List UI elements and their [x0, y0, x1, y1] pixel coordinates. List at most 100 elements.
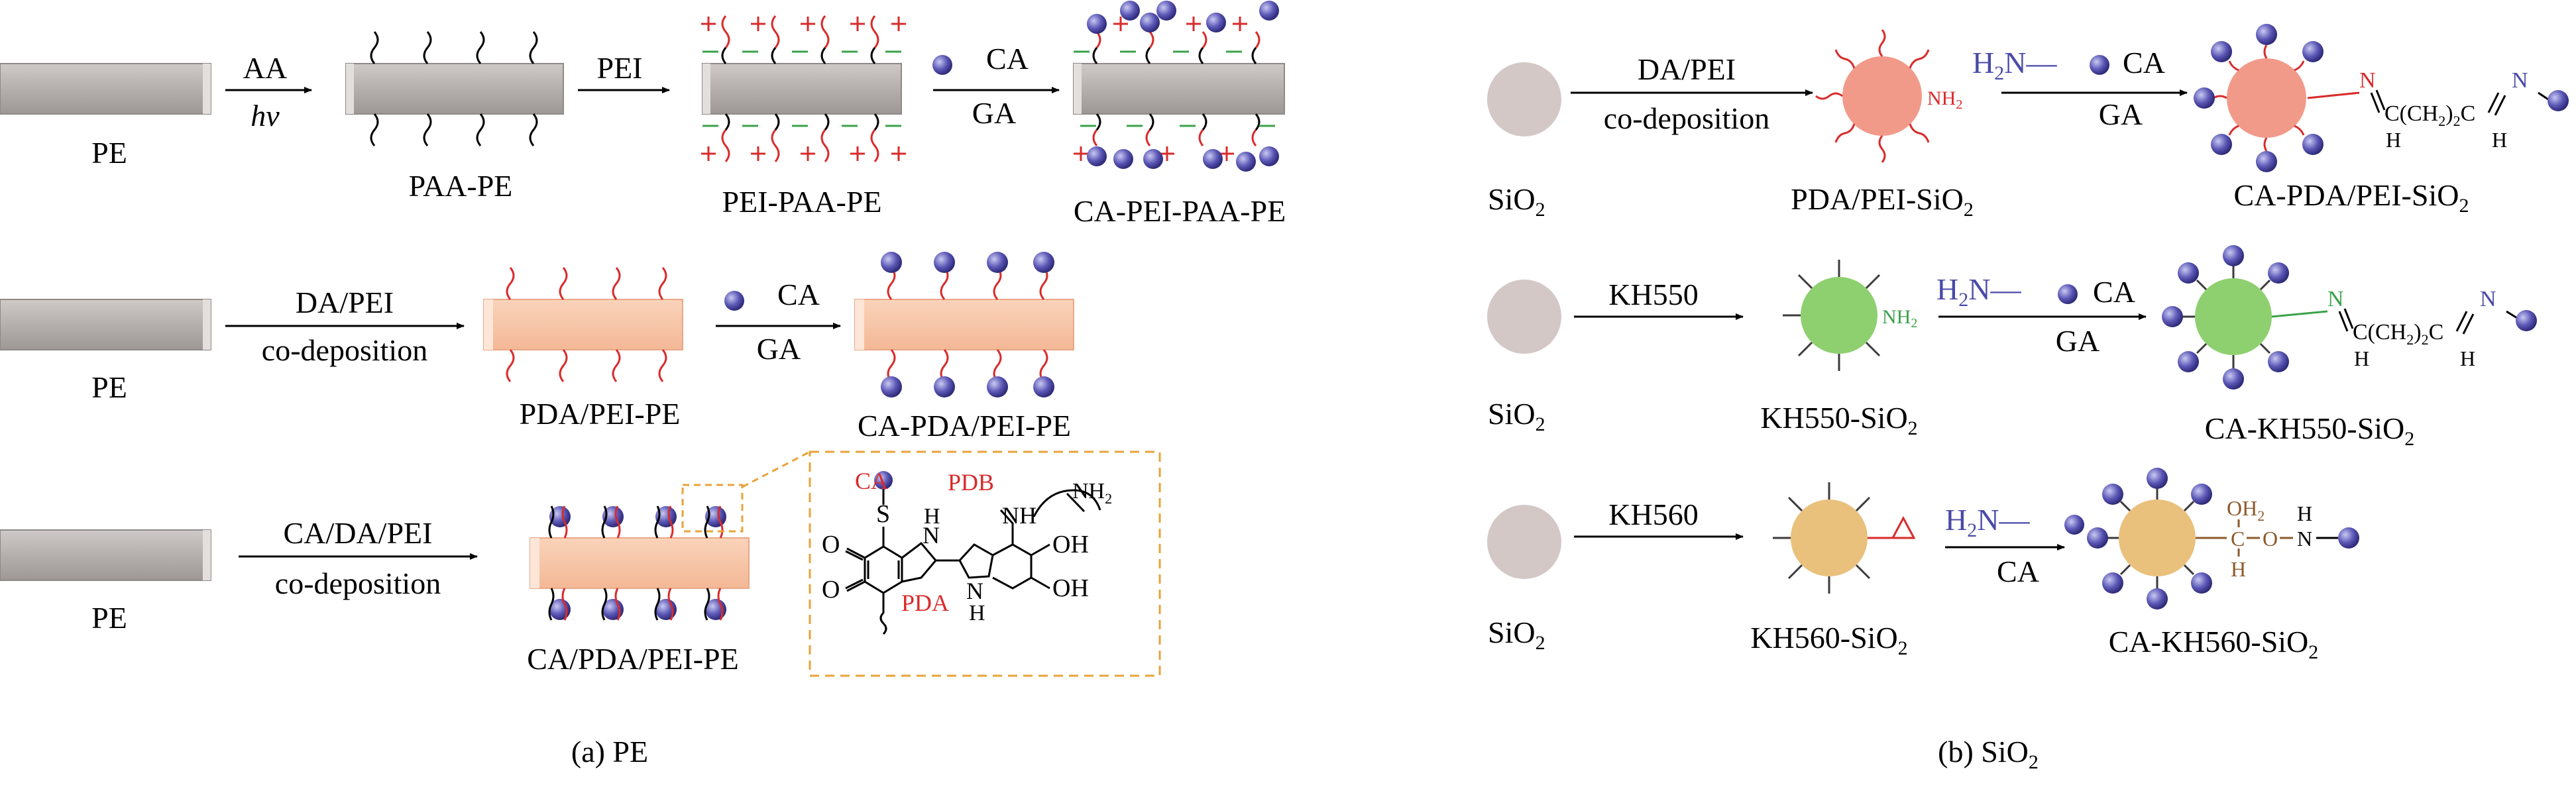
ca-pda-pei-pe-bar [854, 252, 1074, 397]
ca-kh560-sio2-sphere [2087, 468, 2212, 609]
kh550-sio2-sphere [1783, 260, 1881, 371]
panel-a: PE AA hv PAA-PE PEI [0, 1, 1286, 768]
h-below-label: H [2231, 557, 2246, 581]
reagent-h2n: H2N— [1945, 503, 2030, 541]
ca-pda-pei-pe-label: CA-PDA/PEI-PE [858, 409, 1071, 443]
sio2-label: SiO2 [1488, 182, 1545, 221]
n-label: N [2297, 527, 2312, 551]
ca-icon [874, 471, 893, 490]
arrow-kh560-top: KH560 [1608, 498, 1698, 531]
pda-pei-sio2-sphere [1815, 29, 1930, 163]
sio2-label: SiO2 [1488, 397, 1545, 435]
row-a3: PE CA/DA/PEI co-deposition [0, 450, 1161, 677]
struct-n-label-2: N [966, 578, 983, 604]
struct-nh-label: NH [1002, 502, 1036, 529]
struct-pdb-label: PDB [948, 469, 994, 496]
struct-oh-label-2: OH [1052, 574, 1089, 602]
panel-a-caption: (a) PE [571, 735, 648, 768]
chain-h1: H [2386, 128, 2401, 152]
kh550-sio2-label: KH550-SiO2 [1760, 401, 1917, 439]
ca-icon [2058, 284, 2078, 304]
zoom-box-large [809, 450, 1161, 677]
chain-n1: N [2359, 68, 2376, 93]
o-label: O [2263, 527, 2278, 551]
zoom-box-small [681, 484, 744, 533]
ca-pda-pei-codeposit-bar [530, 505, 750, 621]
pe-label: PE [91, 370, 127, 404]
pe-bar [0, 529, 211, 581]
row-b2: SiO2 KH550 NH2 KH550-SiO2 H2N— CA GA [1487, 245, 2537, 450]
arrow-ca-ga-b2-top: CA [2093, 275, 2135, 309]
ca-pei-paa-pe-label: CA-PEI-PAA-PE [1074, 194, 1286, 228]
imine-chain [2271, 308, 2537, 335]
arrow-ca-da-pei-top: CA/DA/PEI [284, 516, 433, 550]
arrow-ca-ga-b2-bottom: GA [2056, 324, 2100, 358]
imine-chain [2307, 89, 2569, 116]
struct-s-label: S [876, 500, 890, 528]
row-a2: PE DA/PEI co-deposition PDA/PEI-PE CA GA [0, 252, 1074, 443]
reagent-h2n: H2N— [1936, 272, 2021, 311]
row-a1: PE AA hv PAA-PE PEI [0, 1, 1286, 228]
reagent-h2n: H2N— [1972, 46, 2057, 84]
pda-pei-pe-label: PDA/PEI-PE [520, 397, 681, 431]
paa-pe-bar [345, 31, 564, 146]
ca-pda-pei-sio2-label: CA-PDA/PEI-SiO2 [2234, 178, 2469, 217]
arrow-ca-b3-top: CA [1997, 554, 2039, 588]
chain-middle: C(CH2)2C [2353, 320, 2443, 348]
nh2-label: NH2 [1882, 306, 1917, 331]
struct-h-label-1: H [924, 504, 940, 529]
struct-o-label-2: O [822, 576, 840, 604]
h-top-label: H [2297, 501, 2312, 525]
pda-pei-pe-bar [483, 267, 683, 382]
pe-label: PE [91, 136, 127, 170]
ca-kh560-sio2-label: CA-KH560-SiO2 [2109, 625, 2319, 663]
arrow-aa-top: AA [243, 51, 287, 85]
ca-icon [932, 55, 952, 75]
ca-icon [2064, 515, 2084, 535]
arrow-da-pei-top: DA/PEI [296, 286, 394, 319]
pda-pei-sio2-label: PDA/PEI-SiO2 [1791, 182, 1974, 221]
kh560-sio2-sphere [1773, 482, 1871, 594]
arrow-pei-top: PEI [597, 51, 643, 85]
ca-pda-pei-pe-label: CA/PDA/PEI-PE [527, 642, 738, 676]
zoom-connector [742, 450, 811, 488]
arrow-ca-ga-1-bottom: GA [972, 96, 1016, 130]
ca-icon [2338, 527, 2359, 549]
arrow-da-pei-bottom: co-deposition [262, 333, 427, 367]
chain-n2: N [2480, 287, 2496, 311]
struct-n-label-1: N [923, 522, 940, 549]
pe-bar [0, 299, 211, 350]
kh560-sio2-label: KH560-SiO2 [1750, 621, 1907, 659]
panel-b-caption: (b) SiO2 [1938, 735, 2039, 773]
sio2-sphere [1487, 280, 1561, 354]
struct-oh-label-1: OH [1052, 531, 1089, 558]
arrow-ca-ga-2-top: CA [777, 278, 820, 311]
arrow-da-pei-top: DA/PEI [1638, 52, 1736, 86]
pda-structure [845, 480, 1101, 635]
chain-n2: N [2512, 68, 2528, 93]
ca-icon [724, 291, 744, 311]
chain-h2: H [2492, 128, 2507, 152]
nh2-label: NH2 [1927, 87, 1962, 112]
arrow-ca-ga-b1-top: CA [2123, 46, 2165, 79]
sio2-sphere [1487, 62, 1561, 136]
chain-middle: C(CH2)2C [2384, 101, 2475, 129]
struct-ca-label: CA [855, 468, 888, 494]
ca-pda-pei-sio2-sphere [2194, 24, 2324, 172]
ring-opened-chain [2196, 519, 2293, 556]
struct-h-label-2: H [969, 601, 985, 625]
chain-h1: H [2354, 346, 2369, 370]
row-b1: SiO2 DA/PEI co-deposition NH2 PDA/PEI-Si… [1487, 24, 2569, 221]
arrow-da-pei-bottom: co-deposition [1604, 101, 1769, 135]
panel-b: SiO2 DA/PEI co-deposition NH2 PDA/PEI-Si… [1487, 24, 2569, 773]
pe-label: PE [91, 601, 127, 635]
struct-pda-label: PDA [901, 590, 949, 616]
chain-n1: N [2327, 287, 2344, 311]
ca-icon [2090, 55, 2109, 75]
arrow-ca-da-pei-bottom: co-deposition [275, 566, 441, 600]
pei-paa-pe-bar [701, 15, 906, 162]
arrow-aa-bottom: hv [251, 99, 280, 132]
oh2-label: OH2 [2227, 496, 2265, 524]
arrow-ca-ga-1-top: CA [986, 42, 1029, 76]
